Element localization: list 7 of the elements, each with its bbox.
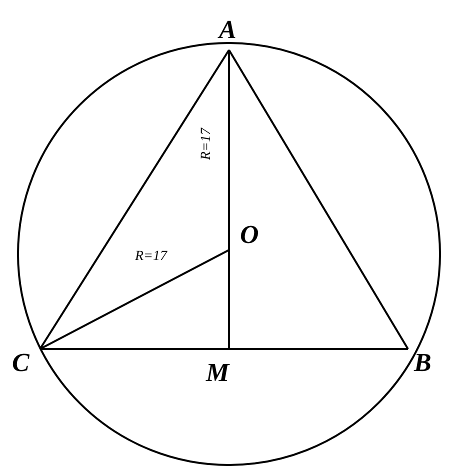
midpoint-label: M (206, 360, 230, 386)
vertex-label: A (219, 17, 236, 43)
radius-label: R=17 (200, 128, 214, 160)
vertex-label: C (12, 350, 30, 376)
center-label: O (240, 222, 259, 248)
radius-label: R=17 (135, 250, 167, 264)
vertex-label: B (414, 350, 432, 376)
